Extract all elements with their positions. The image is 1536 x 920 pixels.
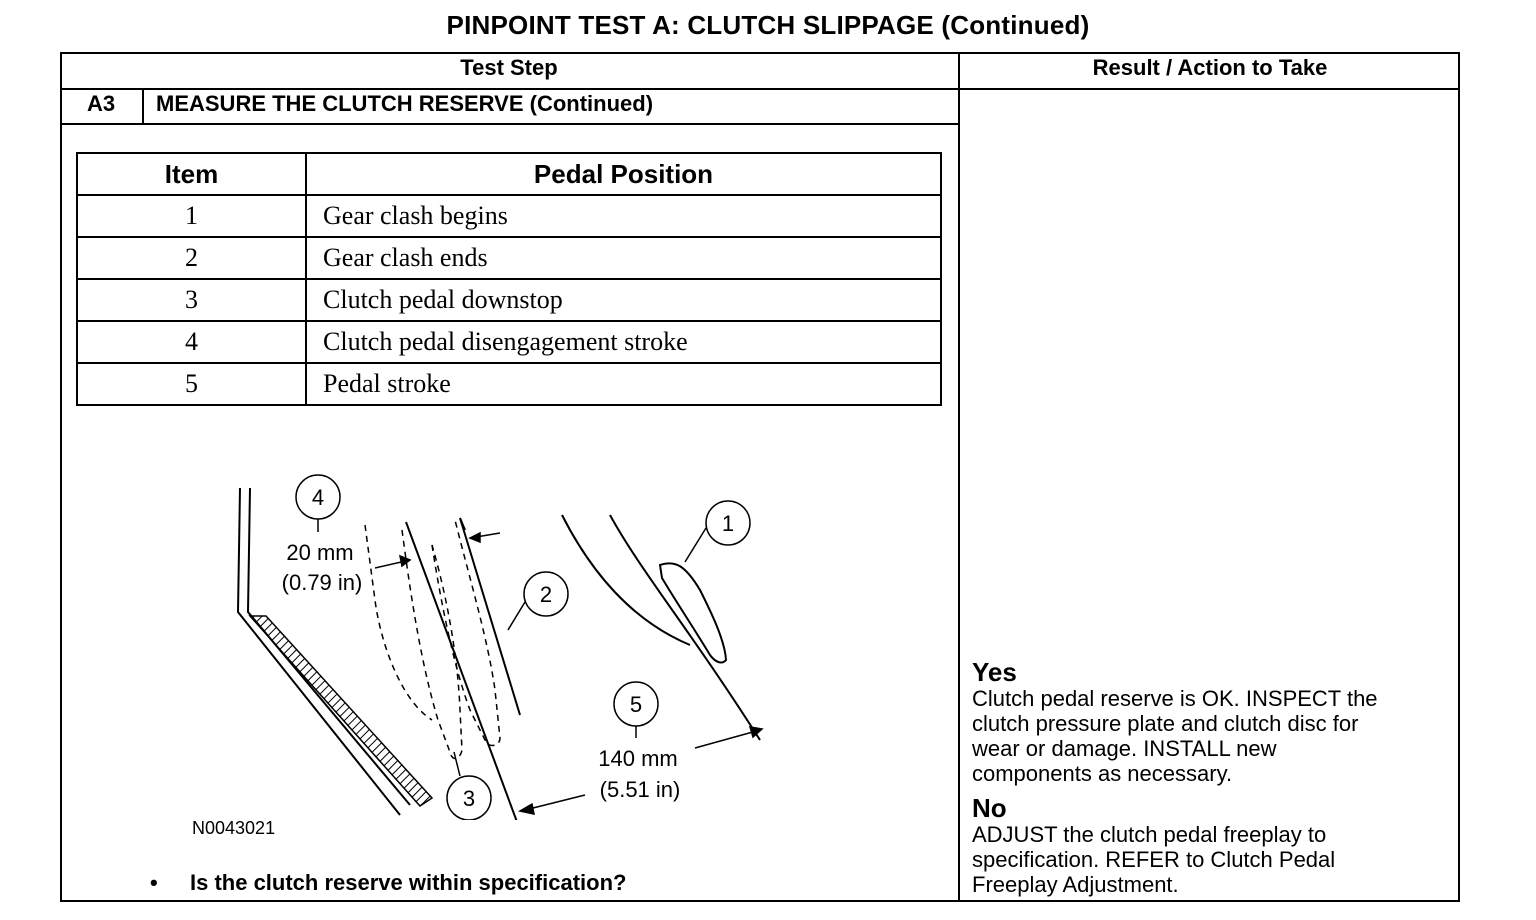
item-number: 1 — [76, 194, 307, 238]
item-column-header: Item — [76, 152, 307, 196]
item-number: 3 — [76, 278, 307, 322]
pedal-position: Gear clash ends — [305, 236, 942, 280]
dimension-4-mm: 20 mm — [286, 540, 353, 565]
yes-line: components as necessary. — [972, 761, 1233, 786]
header-divider — [60, 88, 1460, 90]
table-row: 5 Pedal stroke — [76, 362, 942, 406]
column-divider — [958, 52, 960, 902]
pedal-position: Clutch pedal downstop — [305, 278, 942, 322]
test-table-frame — [60, 52, 1460, 902]
step-title: MEASURE THE CLUTCH RESERVE (Continued) — [156, 91, 654, 116]
clutch-pedal-diagram: 4 1 2 5 3 20 mm (0.79 in) 140 mm (5.51 i… — [236, 474, 764, 820]
pedal-position-table: Item Pedal Position 1 Gear clash begins … — [76, 152, 942, 406]
dimension-4-in: (0.79 in) — [282, 570, 363, 595]
callout-3-label: 3 — [463, 786, 475, 811]
callout-1-label: 1 — [722, 511, 734, 536]
no-label: No — [972, 793, 1007, 823]
callout-3: 3 — [446, 751, 492, 820]
dimension-arrows — [374, 531, 764, 815]
callout-5: 5 — [613, 681, 659, 738]
step-id: A3 — [86, 91, 116, 116]
step-id-divider — [142, 88, 144, 124]
pedal-position: Clutch pedal disengagement stroke — [305, 320, 942, 364]
callout-1: 1 — [684, 500, 751, 563]
callout-4: 4 — [295, 474, 341, 532]
table-row: 1 Gear clash begins — [76, 194, 942, 238]
result-action-header: Result / Action to Take — [1092, 55, 1328, 80]
step-row-divider — [60, 123, 960, 125]
callout-2-label: 2 — [540, 582, 552, 607]
table-row: 4 Clutch pedal disengagement stroke — [76, 320, 942, 364]
page-title: PINPOINT TEST A: CLUTCH SLIPPAGE (Contin… — [446, 10, 1090, 40]
callout-4-label: 4 — [312, 485, 324, 510]
callout-2: 2 — [507, 571, 569, 631]
pedal-position-column-header: Pedal Position — [305, 152, 942, 196]
yes-line: wear or damage. INSTALL new — [972, 736, 1277, 761]
yes-line: clutch pressure plate and clutch disc fo… — [972, 711, 1359, 736]
item-number: 4 — [76, 320, 307, 364]
item-number: 5 — [76, 362, 307, 406]
yes-line: Clutch pedal reserve is OK. INSPECT the — [972, 686, 1378, 711]
result-no: No ADJUST the clutch pedal freeplay to s… — [972, 794, 1452, 897]
test-step-header: Test Step — [460, 55, 558, 80]
no-line: ADJUST the clutch pedal freeplay to — [972, 822, 1327, 847]
pedal-position: Pedal stroke — [305, 362, 942, 406]
floor-panel — [236, 487, 434, 816]
item-number: 2 — [76, 236, 307, 280]
callout-5-label: 5 — [630, 692, 642, 717]
dimension-5-in: (5.51 in) — [600, 777, 681, 802]
no-line: specification. REFER to Clutch Pedal — [972, 847, 1336, 872]
question-text: Is the clutch reserve within specificati… — [190, 870, 627, 895]
no-line: Freeplay Adjustment. — [972, 872, 1179, 897]
inspection-question: • Is the clutch reserve within specificat… — [150, 870, 626, 896]
dimension-5-mm: 140 mm — [598, 746, 677, 771]
pedal-position: Gear clash begins — [305, 194, 942, 238]
table-row: 2 Gear clash ends — [76, 236, 942, 280]
table-header-row: Item Pedal Position — [76, 152, 942, 196]
pedal-arm-solid — [405, 517, 521, 820]
bullet: • — [150, 870, 158, 895]
yes-label: Yes — [972, 657, 1017, 687]
figure-id: N0043021 — [192, 818, 276, 838]
pedal-top-solid — [561, 514, 761, 741]
result-yes: Yes Clutch pedal reserve is OK. INSPECT … — [972, 658, 1452, 786]
table-row: 3 Clutch pedal downstop — [76, 278, 942, 322]
